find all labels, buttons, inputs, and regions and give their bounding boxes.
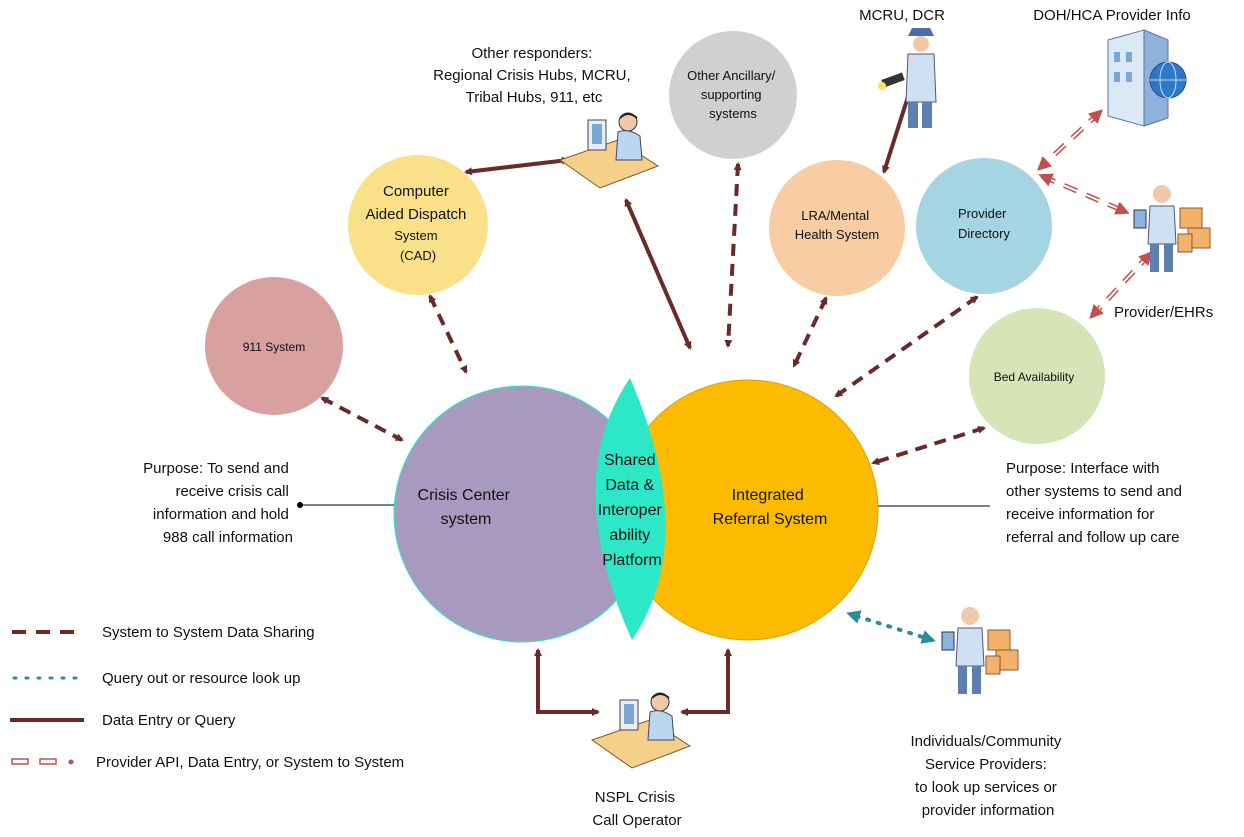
other-responders-label: Other responders: Regional Crisis Hubs, …: [433, 45, 635, 106]
bed-availability-circle: [969, 308, 1105, 444]
connector-directory-referral: [834, 295, 979, 398]
legend-item-hollow: Provider API, Data Entry, or System to S…: [11, 754, 404, 771]
connector-cad-responders: [464, 156, 570, 176]
legend-item-solid: Data Entry or Query: [10, 712, 236, 729]
lra-circle: [769, 160, 905, 296]
911-system-circle: [205, 277, 343, 415]
911-system-label: 911 System: [243, 340, 305, 354]
lra-label: LRA/Mental Health System: [795, 208, 880, 242]
legend-label: System to System Data Sharing: [102, 624, 315, 641]
connector-responders-referral: [624, 198, 692, 350]
person-with-files-icon: [1133, 185, 1211, 272]
operator-at-desk-icon: [558, 112, 660, 189]
bed-availability-label: Bed Availability: [994, 370, 1075, 384]
connector-nspl-crisis: [534, 648, 600, 716]
connector-bed-referral: [871, 425, 986, 466]
mcru-dcr-label: MCRU, DCR: [859, 7, 945, 24]
referral-label: Integrated Referral System: [713, 487, 828, 528]
legend-item-dashed: System to System Data Sharing: [12, 624, 315, 641]
operator-at-desk-icon: [590, 692, 692, 769]
purpose-right-label: Purpose: Interface with other systems to…: [1006, 460, 1186, 546]
provider-directory-circle: [916, 158, 1052, 294]
legend-item-dotted: Query out or resource look up: [12, 670, 300, 687]
provider-ehrs-label: Provider/EHRs: [1114, 304, 1213, 321]
person-with-files-icon: [941, 607, 1019, 694]
connector-doh-directory: [1037, 109, 1103, 171]
cad-circle: [348, 155, 488, 295]
legend: System to System Data Sharing Query out …: [10, 624, 404, 771]
individuals-label: Individuals/Community Service Providers:…: [910, 733, 1065, 819]
connector-911-crisis: [320, 396, 404, 442]
purpose-left-label: Purpose: To send and receive crisis call…: [143, 460, 293, 546]
nspl-label: NSPL Crisis Call Operator: [592, 789, 681, 829]
connector-individuals-referral: [846, 610, 936, 644]
cad-label: Computer Aided Dispatch System (CAD): [365, 183, 470, 263]
connector-directory-ehr: [1038, 173, 1130, 215]
connector-lra-referral: [792, 296, 828, 368]
police-officer-with-flashlight-icon: [878, 28, 937, 128]
ancillary-label: Other Ancillary/ supporting systems: [687, 68, 779, 121]
shared-data-label: Shared Data & Interoper ability Platform: [598, 452, 667, 569]
connector-cad-crisis: [428, 294, 468, 374]
doh-hca-label: DOH/HCA Provider Info: [1033, 7, 1191, 24]
provider-directory-label: Provider Directory: [958, 206, 1011, 241]
shared-data-lens: [595, 378, 666, 640]
connector-ancillary-referral: [724, 162, 742, 348]
legend-label: Provider API, Data Entry, or System to S…: [96, 754, 404, 771]
legend-label: Data Entry or Query: [102, 712, 236, 729]
ancillary-circle: [669, 31, 797, 159]
connectors: [297, 82, 1153, 716]
connector-nspl-referral: [680, 648, 732, 716]
crisis-center-label: Crisis Center system: [418, 487, 515, 528]
legend-label: Query out or resource look up: [102, 670, 300, 687]
building-with-globe-icon: [1107, 29, 1187, 127]
